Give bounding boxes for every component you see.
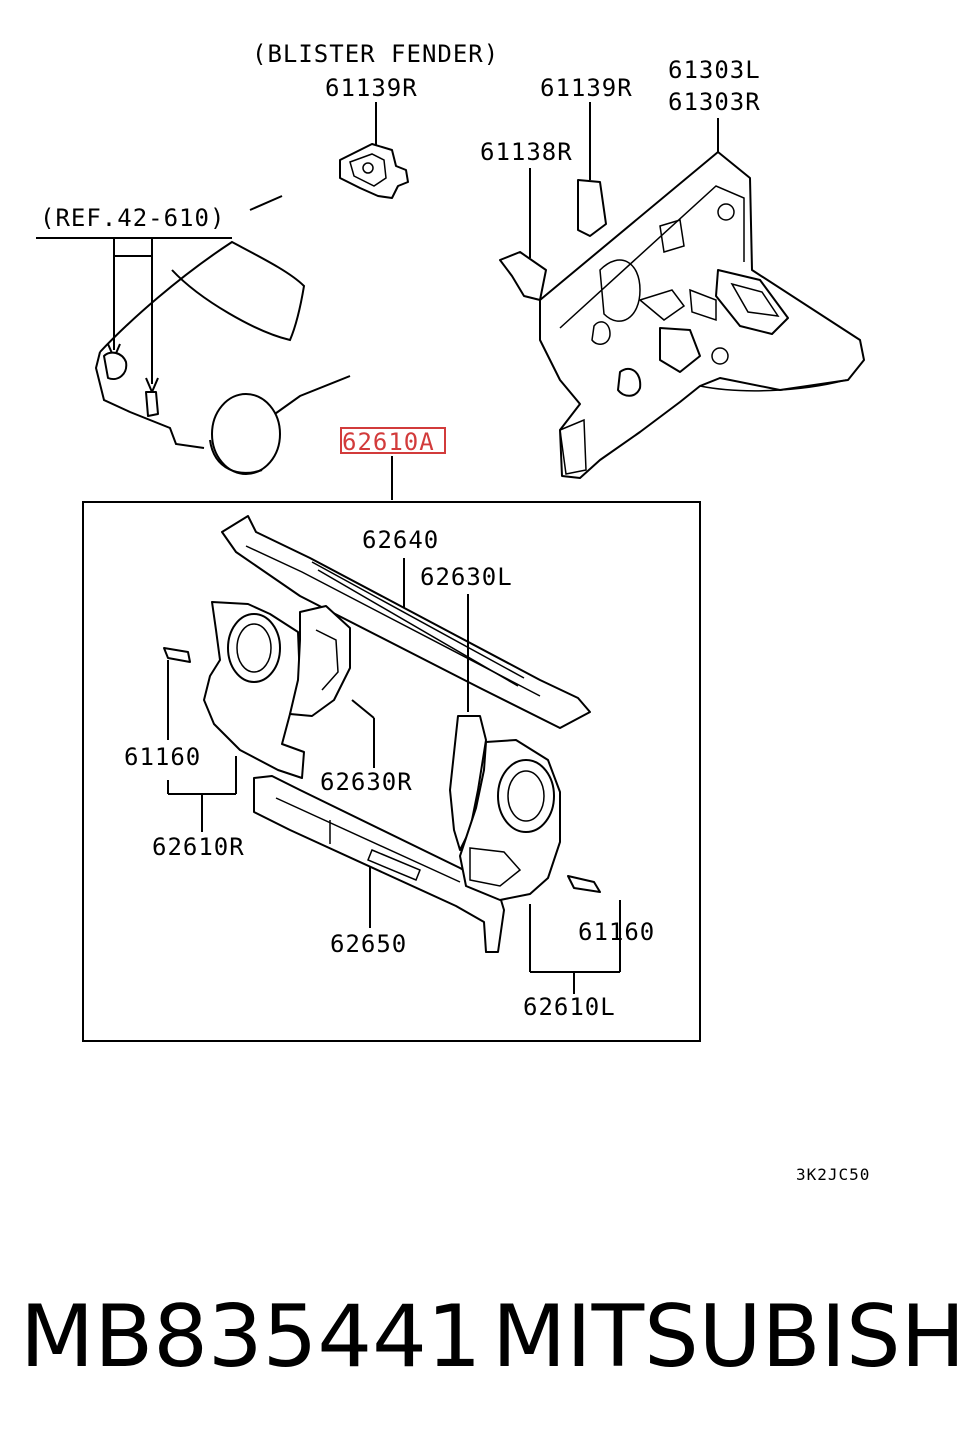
part-label-61138r[interactable]: 61138R xyxy=(480,138,573,166)
lower-bar-62650-drawing xyxy=(253,775,505,953)
part-label-62650[interactable]: 62650 xyxy=(330,930,407,958)
part-label-62630r[interactable]: 62630R xyxy=(320,768,413,796)
part-label-61139r-left[interactable]: 61139R xyxy=(325,74,418,102)
part-label-62630l[interactable]: 62630L xyxy=(420,563,513,591)
highlight-box xyxy=(340,427,446,454)
part-label-61160-left[interactable]: 61160 xyxy=(124,743,201,771)
blister-fender-label: (BLISTER FENDER) xyxy=(252,40,499,68)
right-panel-62610l-drawing xyxy=(449,715,621,994)
part-number: MB835441 xyxy=(20,1287,482,1387)
assembly-frame xyxy=(82,501,701,1042)
part-label-62610l[interactable]: 62610L xyxy=(523,993,616,1021)
part-label-62640[interactable]: 62640 xyxy=(362,526,439,554)
part-label-61303r[interactable]: 61303R xyxy=(668,88,761,116)
apron-61303-drawing xyxy=(499,102,865,479)
part-label-61139r-right[interactable]: 61139R xyxy=(540,74,633,102)
clip-61139r-left-drawing xyxy=(339,102,409,199)
diagram-code: 3K2JC50 xyxy=(796,1165,870,1184)
vehicle-reference-sketch xyxy=(36,195,351,475)
left-panel-62610r-drawing xyxy=(163,594,469,832)
part-label-61160-right[interactable]: 61160 xyxy=(578,918,655,946)
upper-bar-62640-drawing xyxy=(221,515,591,729)
part-label-61303l[interactable]: 61303L xyxy=(668,56,761,84)
brand-name: MITSUBISHI xyxy=(492,1287,960,1387)
part-label-62610a[interactable]: 62610A xyxy=(342,428,435,456)
reference-label: (REF.42-610) xyxy=(40,204,225,232)
part-label-62610r[interactable]: 62610R xyxy=(152,833,245,861)
